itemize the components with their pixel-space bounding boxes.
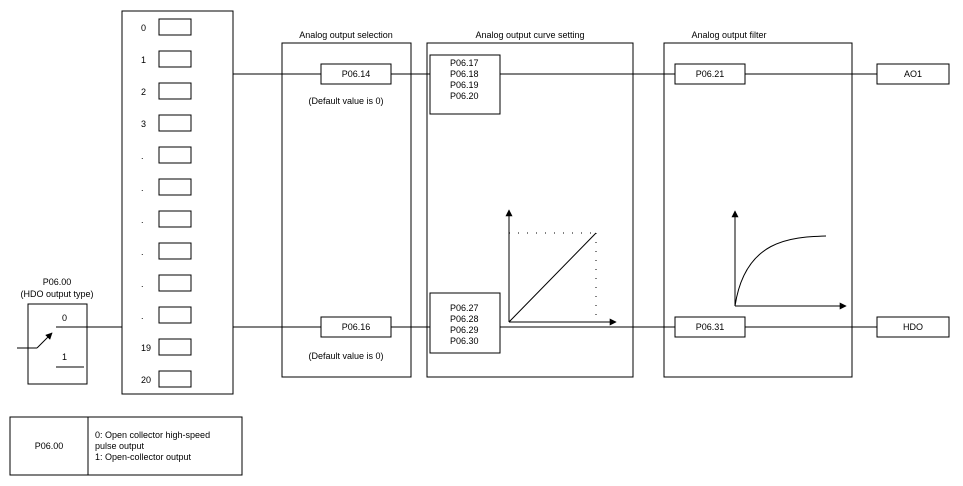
legend-line-2: 1: Open-collector output bbox=[95, 452, 192, 462]
selection-ao1-code: P06.14 bbox=[342, 69, 371, 79]
selector-item-label: . bbox=[141, 151, 144, 161]
selector-item-box bbox=[158, 370, 192, 388]
hdo-type-description: (HDO output type) bbox=[20, 289, 93, 299]
selector-item-label: 1 bbox=[141, 55, 146, 65]
selector-items: 0 1 2 3...... 19 20 bbox=[141, 18, 192, 388]
selector-item-box bbox=[158, 242, 192, 260]
selector-item-box bbox=[158, 50, 192, 68]
selector-item-label: 0 bbox=[141, 23, 146, 33]
curve-ao1-param-2: P06.19 bbox=[450, 80, 479, 90]
selector-item-label: . bbox=[141, 311, 144, 321]
selector-item-label: . bbox=[141, 215, 144, 225]
selection-title: Analog output selection bbox=[299, 30, 393, 40]
switch-contact bbox=[36, 332, 53, 349]
filter-title: Analog output filter bbox=[691, 30, 766, 40]
selector-item-box bbox=[158, 210, 192, 228]
selector-panel bbox=[121, 10, 234, 395]
selector-item-box bbox=[158, 18, 192, 36]
curve-graph-line bbox=[508, 232, 597, 323]
curve-ao1-param-0: P06.17 bbox=[450, 58, 479, 68]
selection-ao1-default: (Default value is 0) bbox=[308, 96, 383, 106]
selector-item-box bbox=[158, 338, 192, 356]
selector-item-label: 2 bbox=[141, 87, 146, 97]
switch-option-1: 1 bbox=[62, 352, 67, 362]
output-ao1-label: AO1 bbox=[904, 69, 922, 79]
filter-ao1-code: P06.21 bbox=[696, 69, 725, 79]
selector-item-box bbox=[158, 178, 192, 196]
legend-table bbox=[9, 416, 243, 476]
curve-ao1-params-box bbox=[429, 54, 501, 115]
legend-line-1: pulse output bbox=[95, 441, 145, 451]
curve-hdo-param-0: P06.27 bbox=[450, 303, 479, 313]
selector-item-box bbox=[158, 274, 192, 292]
legend-code: P06.00 bbox=[35, 441, 64, 451]
selector-item-label: 3 bbox=[141, 119, 146, 129]
switch-option-0: 0 bbox=[62, 313, 67, 323]
curve-hdo-param-1: P06.28 bbox=[450, 314, 479, 324]
curve-hdo-param-3: P06.30 bbox=[450, 336, 479, 346]
selection-hdo-code: P06.16 bbox=[342, 322, 371, 332]
curve-ao1-param-3: P06.20 bbox=[450, 91, 479, 101]
curve-title: Analog output curve setting bbox=[475, 30, 584, 40]
selector-item-label: 19 bbox=[141, 343, 151, 353]
selector-item-label: . bbox=[141, 247, 144, 257]
selector-item-label: . bbox=[141, 279, 144, 289]
legend-line-0: 0: Open collector high-speed bbox=[95, 430, 210, 440]
selector-item-box bbox=[158, 306, 192, 324]
curve-ao1-param-1: P06.18 bbox=[450, 69, 479, 79]
output-hdo-label: HDO bbox=[903, 322, 923, 332]
selector-item-label: . bbox=[141, 183, 144, 193]
filter-hdo-code: P06.31 bbox=[696, 322, 725, 332]
selector-item-box bbox=[158, 146, 192, 164]
hdo-type-switch-box bbox=[27, 303, 88, 385]
curve-hdo-param-2: P06.29 bbox=[450, 325, 479, 335]
selector-item-box bbox=[158, 114, 192, 132]
selector-item-box bbox=[158, 82, 192, 100]
selector-item-label: 20 bbox=[141, 375, 151, 385]
filter-graph-curve bbox=[734, 235, 827, 307]
selection-hdo-default: (Default value is 0) bbox=[308, 351, 383, 361]
curve-hdo-params-box bbox=[429, 292, 501, 354]
hdo-type-code: P06.00 bbox=[43, 277, 72, 287]
